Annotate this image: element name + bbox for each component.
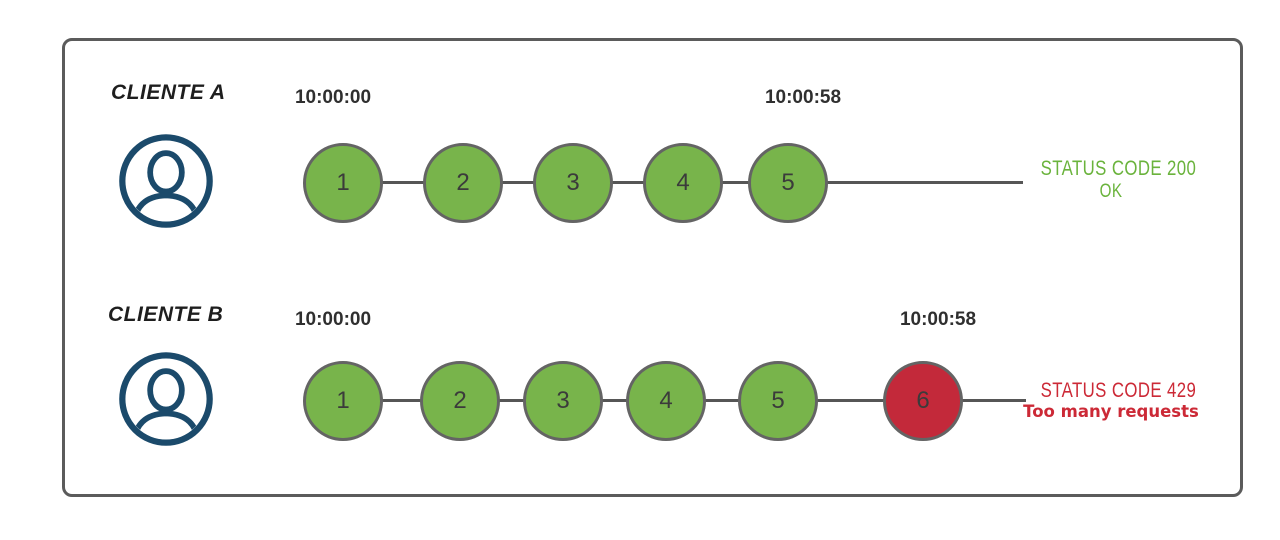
client-b-label: CLIENTE B — [108, 303, 224, 326]
request-circle: 4 — [643, 143, 723, 223]
request-circle: 1 — [303, 361, 383, 441]
client-a-label: CLIENTE A — [111, 81, 226, 104]
request-circle: 5 — [748, 143, 828, 223]
user-avatar-icon — [119, 352, 213, 446]
timestamp-start: 10:00:00 — [294, 309, 372, 330]
timestamp-end: 10:00:58 — [899, 309, 977, 330]
status-code-text: STATUS CODE 200 — [1040, 157, 1197, 180]
request-circle: 3 — [523, 361, 603, 441]
status-message-success: STATUS CODE 200 OK — [1023, 157, 1199, 202]
request-circle: 1 — [303, 143, 383, 223]
request-circle: 3 — [533, 143, 613, 223]
timestamp-start: 10:00:00 — [294, 87, 372, 108]
timestamp-end: 10:00:58 — [764, 87, 842, 108]
user-avatar-icon — [119, 134, 213, 228]
request-circle: 5 — [738, 361, 818, 441]
request-circle: 4 — [626, 361, 706, 441]
request-circle: 2 — [423, 143, 503, 223]
request-circle-rate-limited: 6 — [883, 361, 963, 441]
status-code-text: STATUS CODE 429 — [1040, 379, 1197, 402]
status-desc-text: Too many requests — [1023, 401, 1199, 421]
status-desc-text: OK — [1099, 180, 1123, 202]
request-circle: 2 — [420, 361, 500, 441]
status-message-error: STATUS CODE 429 Too many requests — [1023, 379, 1199, 421]
diagram-frame: CLIENTE A 10:00:00 10:00:58 1 2 3 4 5 ST… — [62, 38, 1243, 497]
